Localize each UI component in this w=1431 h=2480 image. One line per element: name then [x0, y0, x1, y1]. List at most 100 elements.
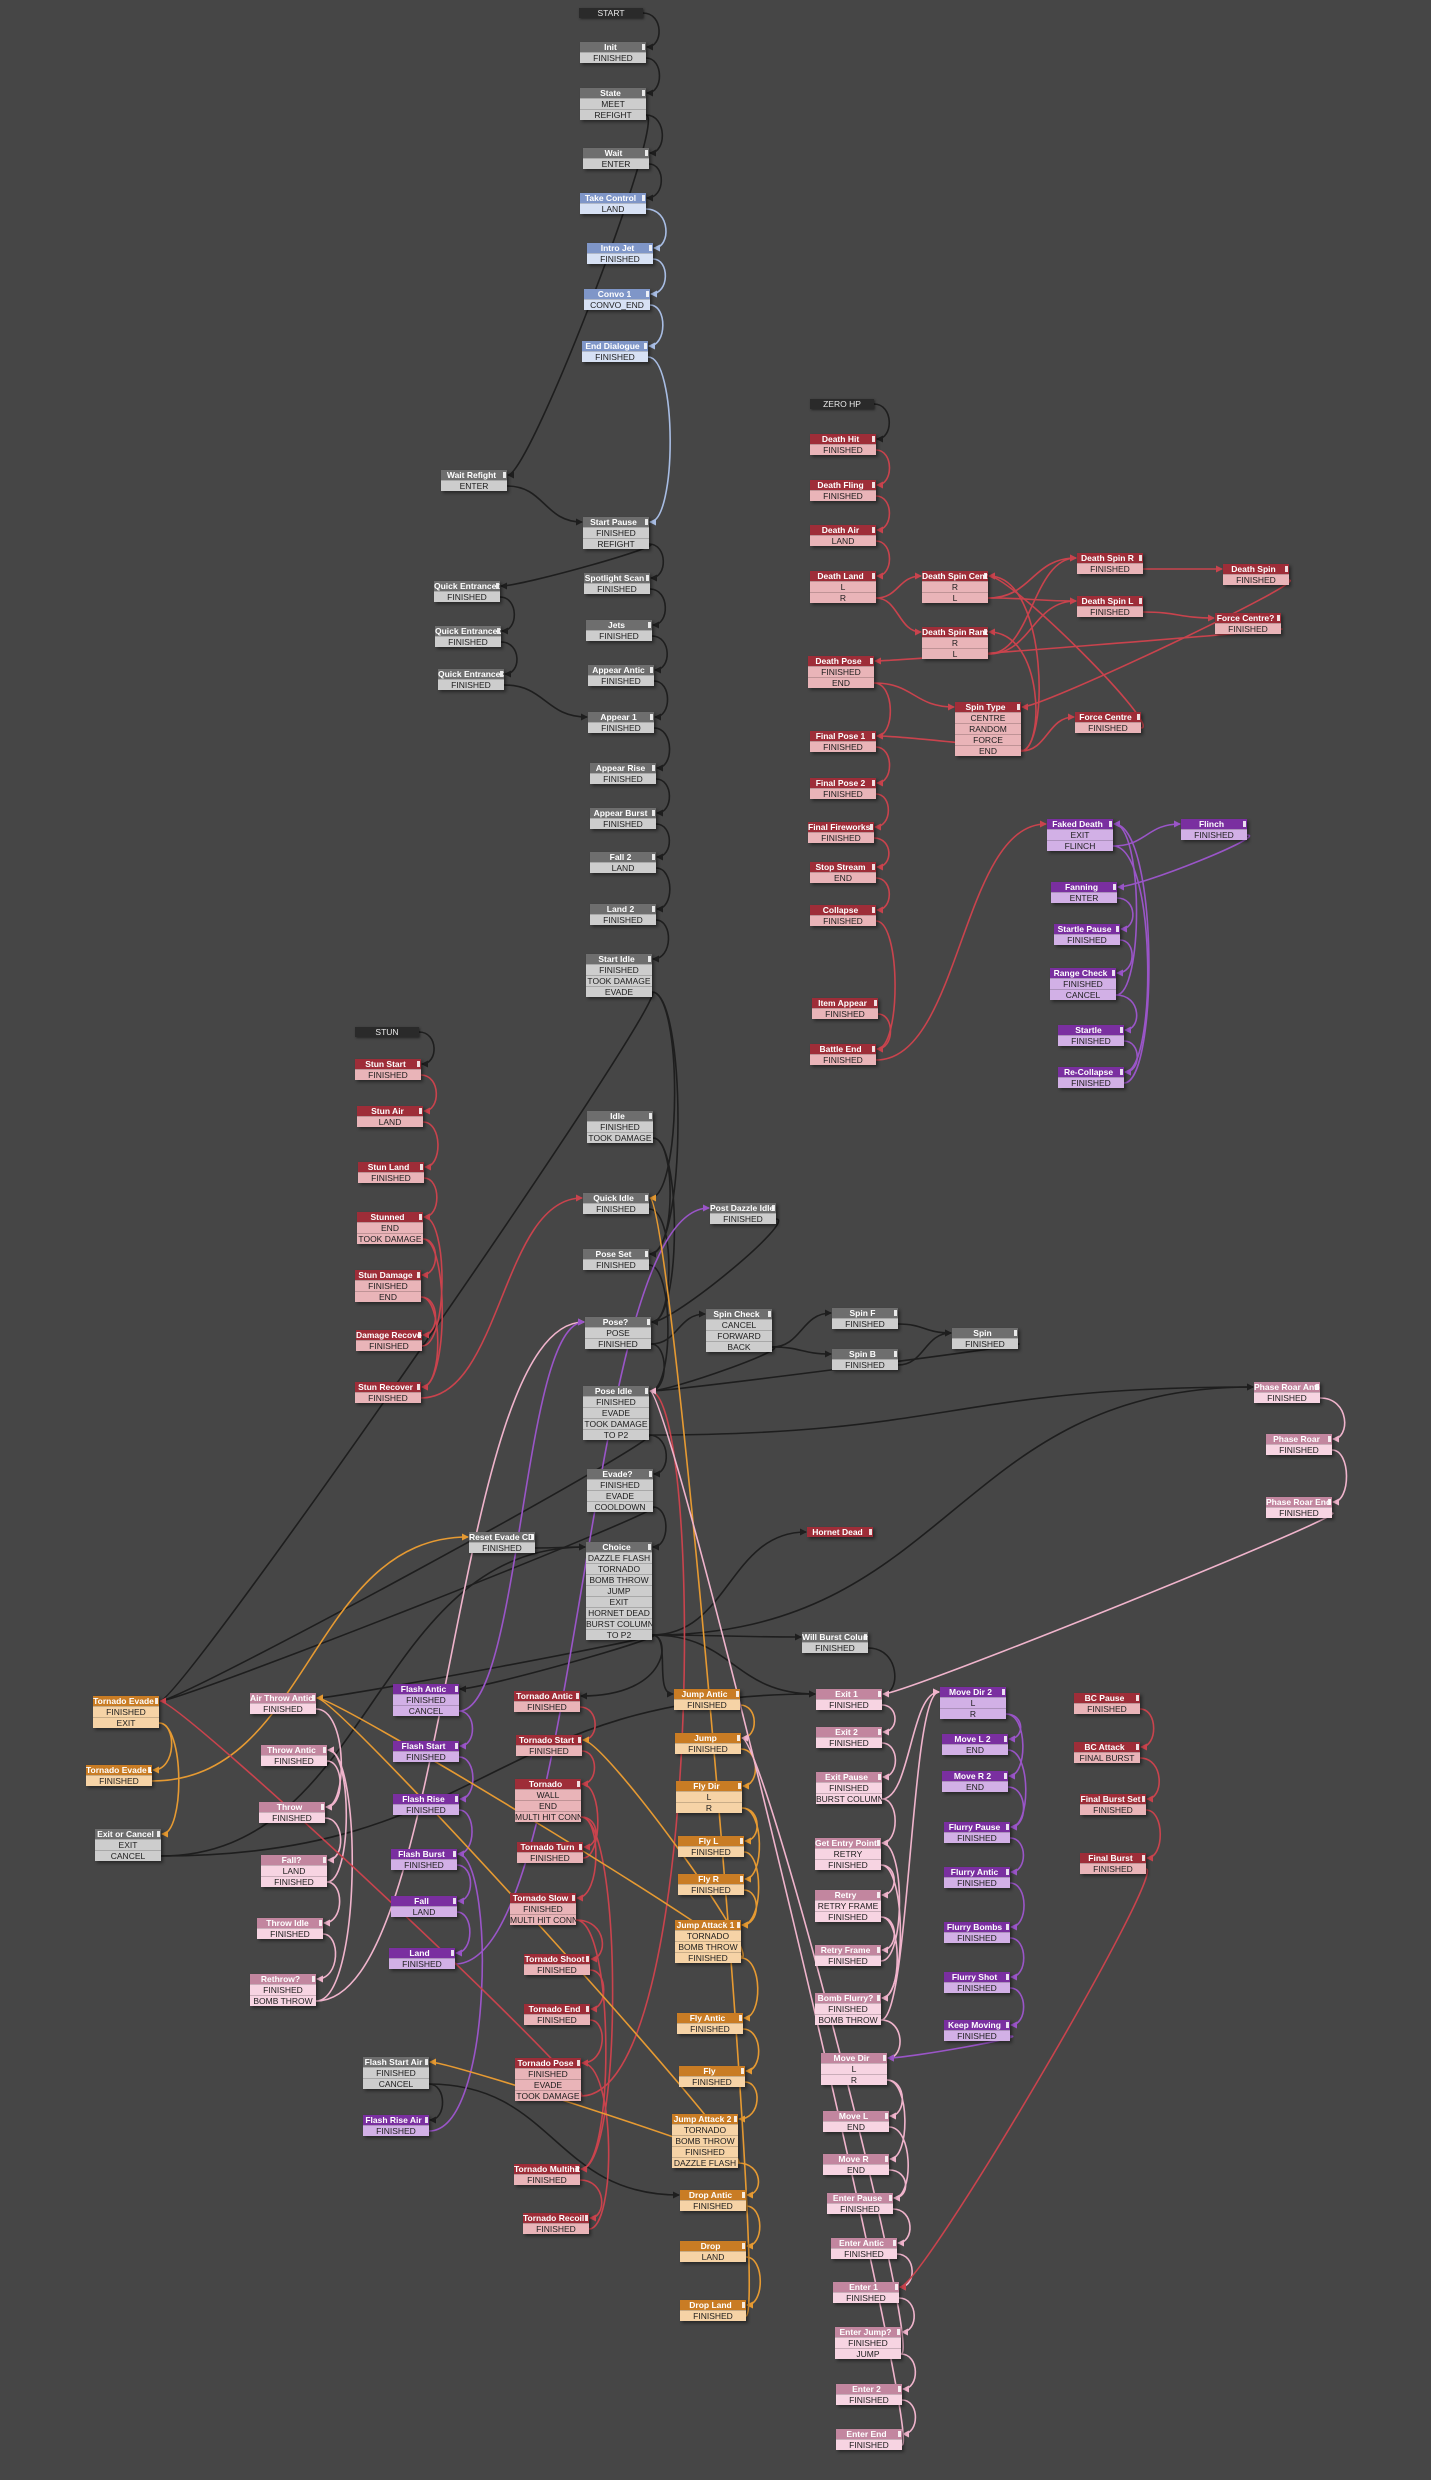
transition-event[interactable]: FINISHED: [1080, 1863, 1146, 1874]
state-title[interactable]: Appear Rise: [590, 763, 656, 773]
transition-event[interactable]: FINISHED: [469, 1542, 535, 1553]
transition-event[interactable]: FINISHED: [588, 722, 654, 733]
transition-event[interactable]: FINISHED: [580, 52, 646, 63]
transition-event[interactable]: FINISHED: [678, 1846, 744, 1857]
transition-event[interactable]: FINISHED: [1266, 1507, 1332, 1518]
state-title[interactable]: Spin: [952, 1328, 1018, 1338]
state-title[interactable]: Quick Entrance 1: [434, 581, 500, 591]
transition-event[interactable]: FINISHED: [514, 1701, 580, 1712]
transition-event[interactable]: FINISHED: [831, 2248, 897, 2259]
transition-event[interactable]: FINISHED: [1054, 934, 1120, 945]
transition-event[interactable]: TOOK DAMAGE: [583, 1418, 649, 1429]
state-title[interactable]: Jump Antic: [674, 1689, 740, 1699]
transition-event[interactable]: FINISHED: [944, 1982, 1010, 1993]
transition-event[interactable]: FINISHED: [257, 1928, 323, 1939]
state-title[interactable]: Tornado Turn: [517, 1842, 583, 1852]
state-title[interactable]: Drop: [680, 2241, 746, 2251]
state-title[interactable]: Retry Frame: [815, 1945, 881, 1955]
transition-event[interactable]: L: [922, 648, 988, 659]
state-title[interactable]: Flash Rise: [393, 1794, 459, 1804]
transition-event[interactable]: FINISHED: [832, 1318, 898, 1329]
state-title[interactable]: Take Control: [580, 193, 646, 203]
state-title[interactable]: Start Pause: [583, 517, 649, 527]
transition-event[interactable]: FINISHED: [393, 1751, 459, 1762]
transition-event[interactable]: FINISHED: [675, 1952, 741, 1963]
transition-event[interactable]: CONVO_END: [584, 299, 650, 310]
transition-event[interactable]: FINISHED: [86, 1775, 152, 1786]
transition-event[interactable]: BOMB THROW: [250, 1995, 316, 2006]
state-title[interactable]: Jump: [675, 1733, 741, 1743]
state-title[interactable]: Move L: [823, 2111, 889, 2121]
transition-event[interactable]: FINISHED: [816, 1699, 882, 1710]
transition-event[interactable]: DAZZLE FLASH: [586, 1552, 652, 1563]
transition-event[interactable]: BOMB THROW: [815, 2014, 881, 2025]
transition-event[interactable]: DAZZLE FLASH: [672, 2157, 738, 2168]
transition-event[interactable]: END: [810, 872, 876, 883]
state-title[interactable]: Flurry Antic: [944, 1867, 1010, 1877]
state-title[interactable]: Final Pose 2: [810, 778, 876, 788]
transition-event[interactable]: TORNADO: [586, 1563, 652, 1574]
transition-event[interactable]: FINISHED: [1074, 1703, 1140, 1714]
transition-event[interactable]: FINISHED: [1058, 1077, 1124, 1088]
transition-event[interactable]: FINISHED: [590, 914, 656, 925]
transition-event[interactable]: FINISHED: [363, 2125, 429, 2136]
state-title[interactable]: Fall 2: [590, 852, 656, 862]
state-title[interactable]: Startle Pause: [1054, 924, 1120, 934]
transition-event[interactable]: END: [808, 677, 874, 688]
transition-event[interactable]: EVADE: [583, 1407, 649, 1418]
transition-event[interactable]: FINISHED: [815, 1859, 881, 1870]
transition-event[interactable]: RANDOM: [955, 723, 1021, 734]
transition-event[interactable]: FINISHED: [944, 1932, 1010, 1943]
transition-event[interactable]: BOMB THROW: [675, 1941, 741, 1952]
state-title[interactable]: Quick Entrance 2: [435, 626, 501, 636]
transition-event[interactable]: FINISHED: [363, 2067, 429, 2078]
state-title[interactable]: Tornado Recoil: [523, 2213, 589, 2223]
transition-event[interactable]: FINISHED: [514, 2174, 580, 2185]
transition-event[interactable]: FINISHED: [523, 2223, 589, 2234]
transition-event[interactable]: FINISHED: [827, 2203, 893, 2214]
transition-event[interactable]: FINISHED: [259, 1812, 325, 1823]
state-title[interactable]: Enter Antic: [831, 2238, 897, 2248]
transition-event[interactable]: FINISHED: [93, 1706, 159, 1717]
transition-event[interactable]: FINISHED: [515, 2068, 581, 2079]
transition-event[interactable]: MULTI HIT CONNECT: [515, 1811, 581, 1822]
transition-event[interactable]: FINISHED: [1215, 623, 1281, 634]
transition-event[interactable]: FINISHED: [355, 1069, 421, 1080]
transition-event[interactable]: FINISHED: [810, 915, 876, 926]
state-title[interactable]: Land 2: [590, 904, 656, 914]
state-title[interactable]: Spin Type: [955, 702, 1021, 712]
transition-event[interactable]: R: [676, 1802, 742, 1813]
transition-event[interactable]: FINISHED: [250, 1703, 316, 1714]
transition-event[interactable]: FINISHED: [836, 2394, 902, 2405]
state-title[interactable]: Flurry Shot: [944, 1972, 1010, 1982]
state-title[interactable]: Death Spin Centre: [922, 571, 988, 581]
state-title[interactable]: Stun Damage: [355, 1270, 421, 1280]
